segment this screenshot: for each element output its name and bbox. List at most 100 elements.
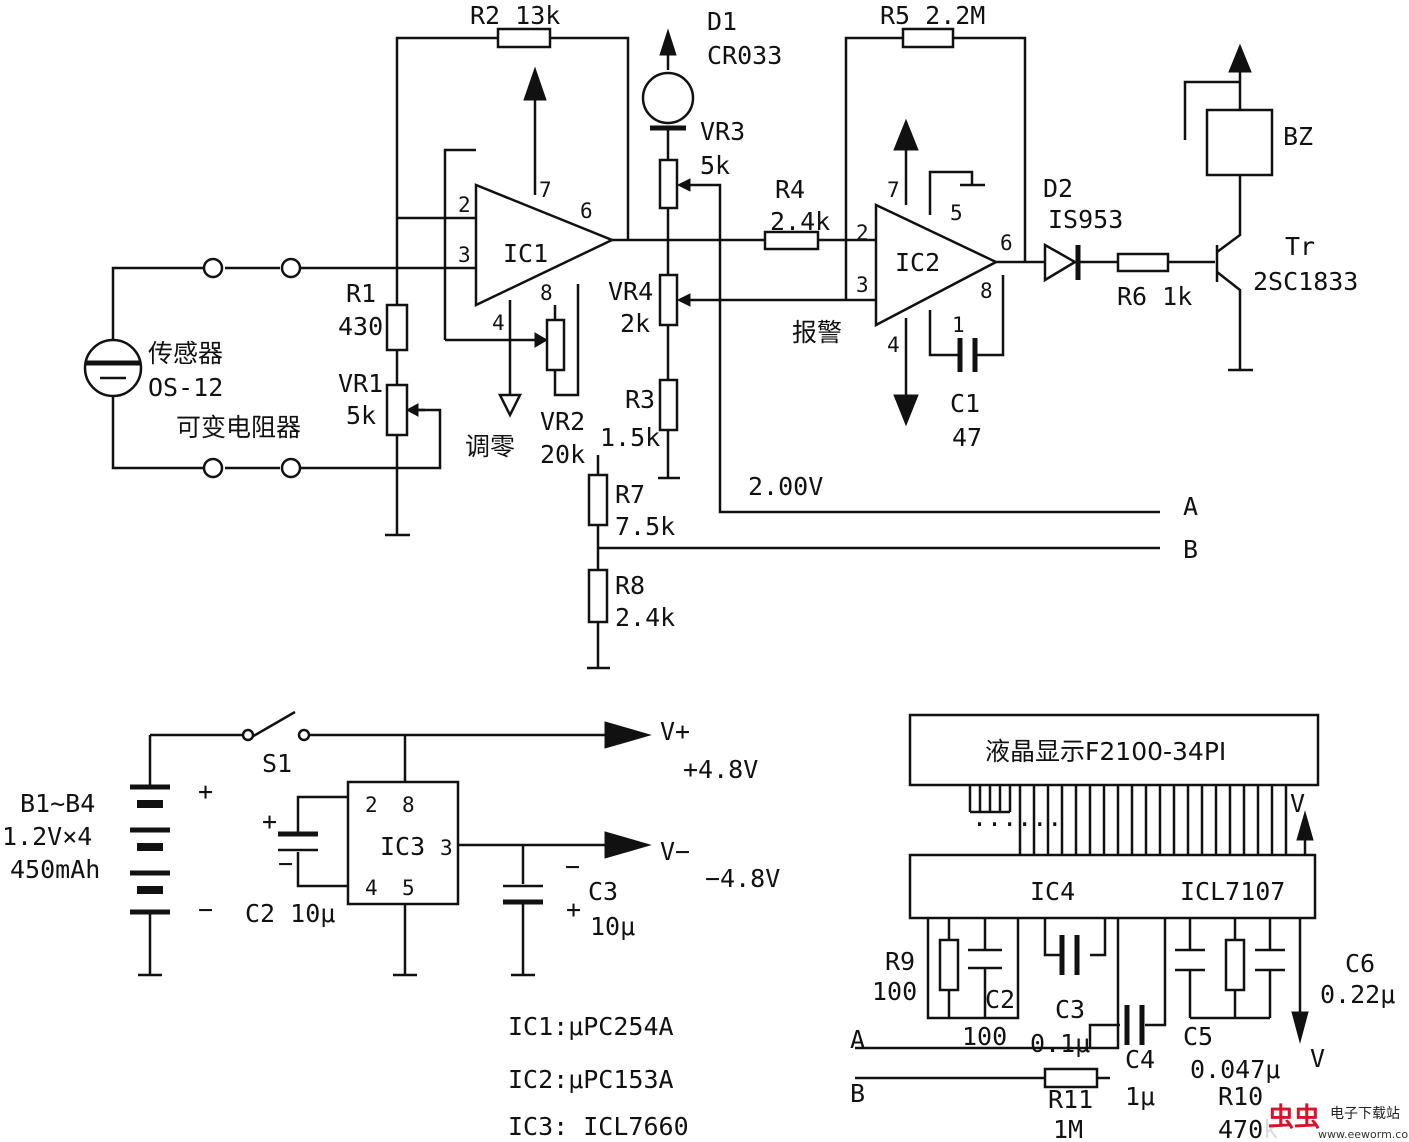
resistor-r7 <box>587 473 609 527</box>
label-r8-val: 2.4k <box>615 603 675 632</box>
vplus-arrow-bz <box>1228 43 1252 73</box>
vplus-arrow-ic1 <box>523 66 547 101</box>
ic2-pin-8: 8 <box>980 279 993 303</box>
label-a-top: A <box>1183 492 1198 521</box>
ic3-pin-5: 5 <box>402 876 415 900</box>
label-battery-cap: 450mAh <box>10 855 100 884</box>
terminal-3 <box>202 457 224 479</box>
vminus-arrow <box>604 831 652 859</box>
terminal-4 <box>280 457 302 479</box>
label-tr: Tr <box>1285 232 1315 261</box>
vminus-arrow-ic1 <box>497 393 523 418</box>
ic3-pin-3: 3 <box>440 836 453 860</box>
battery-plus: + <box>198 777 213 806</box>
label-v-bottom: V <box>1310 1044 1325 1073</box>
lcd-display <box>908 713 1320 787</box>
label-tr-part: 2SC1833 <box>1253 267 1358 296</box>
label-vminus-val: −4.8V <box>705 864 780 893</box>
label-a-bottom: A <box>850 1025 865 1054</box>
label-c4: C4 <box>1125 1045 1155 1074</box>
top-wires <box>111 36 1253 670</box>
label-alarm: 报警 <box>792 318 842 347</box>
label-sensor-part: OS-12 <box>148 373 223 402</box>
label-vplus: V+ <box>660 717 690 746</box>
lcd-dots: ······ <box>972 810 1062 839</box>
v-arrow-down <box>1291 1011 1309 1044</box>
ic2-pin-7: 7 <box>887 178 900 202</box>
terminal-1 <box>202 257 224 279</box>
resistor-r6 <box>1116 252 1170 273</box>
resistor-r4 <box>763 230 820 251</box>
ic2-pin-4: 4 <box>887 333 900 357</box>
ic1-opamp <box>474 183 616 307</box>
ic-list-1: IC1:μPC254A <box>508 1012 674 1041</box>
label-r6: R6 1k <box>1117 282 1192 311</box>
label-battery: B1~B4 <box>20 789 95 818</box>
ic1-pin-8: 8 <box>540 281 553 305</box>
lcd-bus <box>968 785 1288 855</box>
label-r8: R8 <box>615 571 645 600</box>
label-r11: R11 <box>1048 1085 1093 1114</box>
ic4-box <box>908 853 1317 920</box>
label-r2: R2 13k <box>470 1 560 30</box>
label-ic4: IC4 <box>1030 877 1075 906</box>
resistor-r1 <box>385 303 409 352</box>
label-s1: S1 <box>262 749 292 778</box>
label-ic4-part: ICL7107 <box>1180 877 1285 906</box>
battery-minus: − <box>198 895 213 924</box>
label-r10: R10 <box>1218 1082 1263 1111</box>
label-c3b: C3 <box>1055 995 1085 1024</box>
label-lcd: 液晶显示F2100-34PI <box>985 737 1226 766</box>
label-ic3: IC3 <box>380 832 425 861</box>
label-battery-v: 1.2V×4 <box>2 822 92 851</box>
label-r4-val: 2.4k <box>770 207 830 236</box>
label-c4-val: 1μ <box>1125 1082 1155 1111</box>
potentiometer-vr2 <box>534 318 566 372</box>
ic2-opamp <box>874 203 999 328</box>
label-c2b: C2 <box>985 985 1015 1014</box>
label-vplus-val: +4.8V <box>683 755 758 784</box>
label-vr2-val: 20k <box>540 440 585 469</box>
ic2-pin-6: 6 <box>1000 231 1013 255</box>
label-d1-part: CR033 <box>707 41 782 70</box>
ic1-pin-6: 6 <box>580 199 593 223</box>
diode-d2 <box>1043 242 1081 283</box>
resistor-r3 <box>658 378 679 432</box>
c2-plus: + <box>262 807 277 836</box>
label-c2: C2 10μ <box>245 899 335 928</box>
label-r4: R4 <box>775 175 805 204</box>
label-zero-adjust: 调零 <box>465 432 515 461</box>
label-c5-val: 0.047μ <box>1190 1055 1280 1084</box>
vminus-arrow-ic2 <box>893 394 919 427</box>
potentiometer-vr3 <box>658 158 691 210</box>
c2-minus: − <box>278 849 293 878</box>
ic2-pin-2: 2 <box>856 221 869 245</box>
label-variable-resistor: 可变电阻器 <box>176 413 301 442</box>
label-c3: C3 <box>588 877 618 906</box>
label-vr2: VR2 <box>540 407 585 436</box>
ic1-pin-7: 7 <box>539 178 552 202</box>
vplus-arrow <box>604 721 652 749</box>
ic-list-3: IC3: ICL7660 <box>508 1112 689 1141</box>
watermark-text: 电子下载站 <box>1330 1106 1400 1122</box>
label-r7-val: 7.5k <box>615 512 675 541</box>
watermark: 虫虫 电子下载站 www.eeworm.com <box>1262 1088 1409 1142</box>
watermark-url: www.eeworm.com <box>1318 1128 1409 1141</box>
v-arrow-up <box>1296 810 1314 841</box>
display-section <box>855 713 1320 1089</box>
label-c3b-val: 0.1μ <box>1030 1029 1090 1058</box>
label-c2b-val: 100 <box>962 1022 1007 1051</box>
ic2-pin-1: 1 <box>952 313 965 337</box>
label-r3: R3 <box>625 385 655 414</box>
label-vr3: VR3 <box>700 117 745 146</box>
ic2-pin-5: 5 <box>950 201 963 225</box>
label-c1: C1 <box>950 389 980 418</box>
label-vminus: V− <box>660 837 690 866</box>
sensor-symbol <box>83 338 143 398</box>
label-vr3-val: 5k <box>700 151 730 180</box>
vplus-arrow-ic2 <box>893 118 919 151</box>
potentiometer-vr4 <box>658 273 691 327</box>
terminal-2 <box>280 257 302 279</box>
label-r5: R5 2.2M <box>880 1 985 30</box>
label-r11-val: 1M <box>1053 1115 1083 1142</box>
